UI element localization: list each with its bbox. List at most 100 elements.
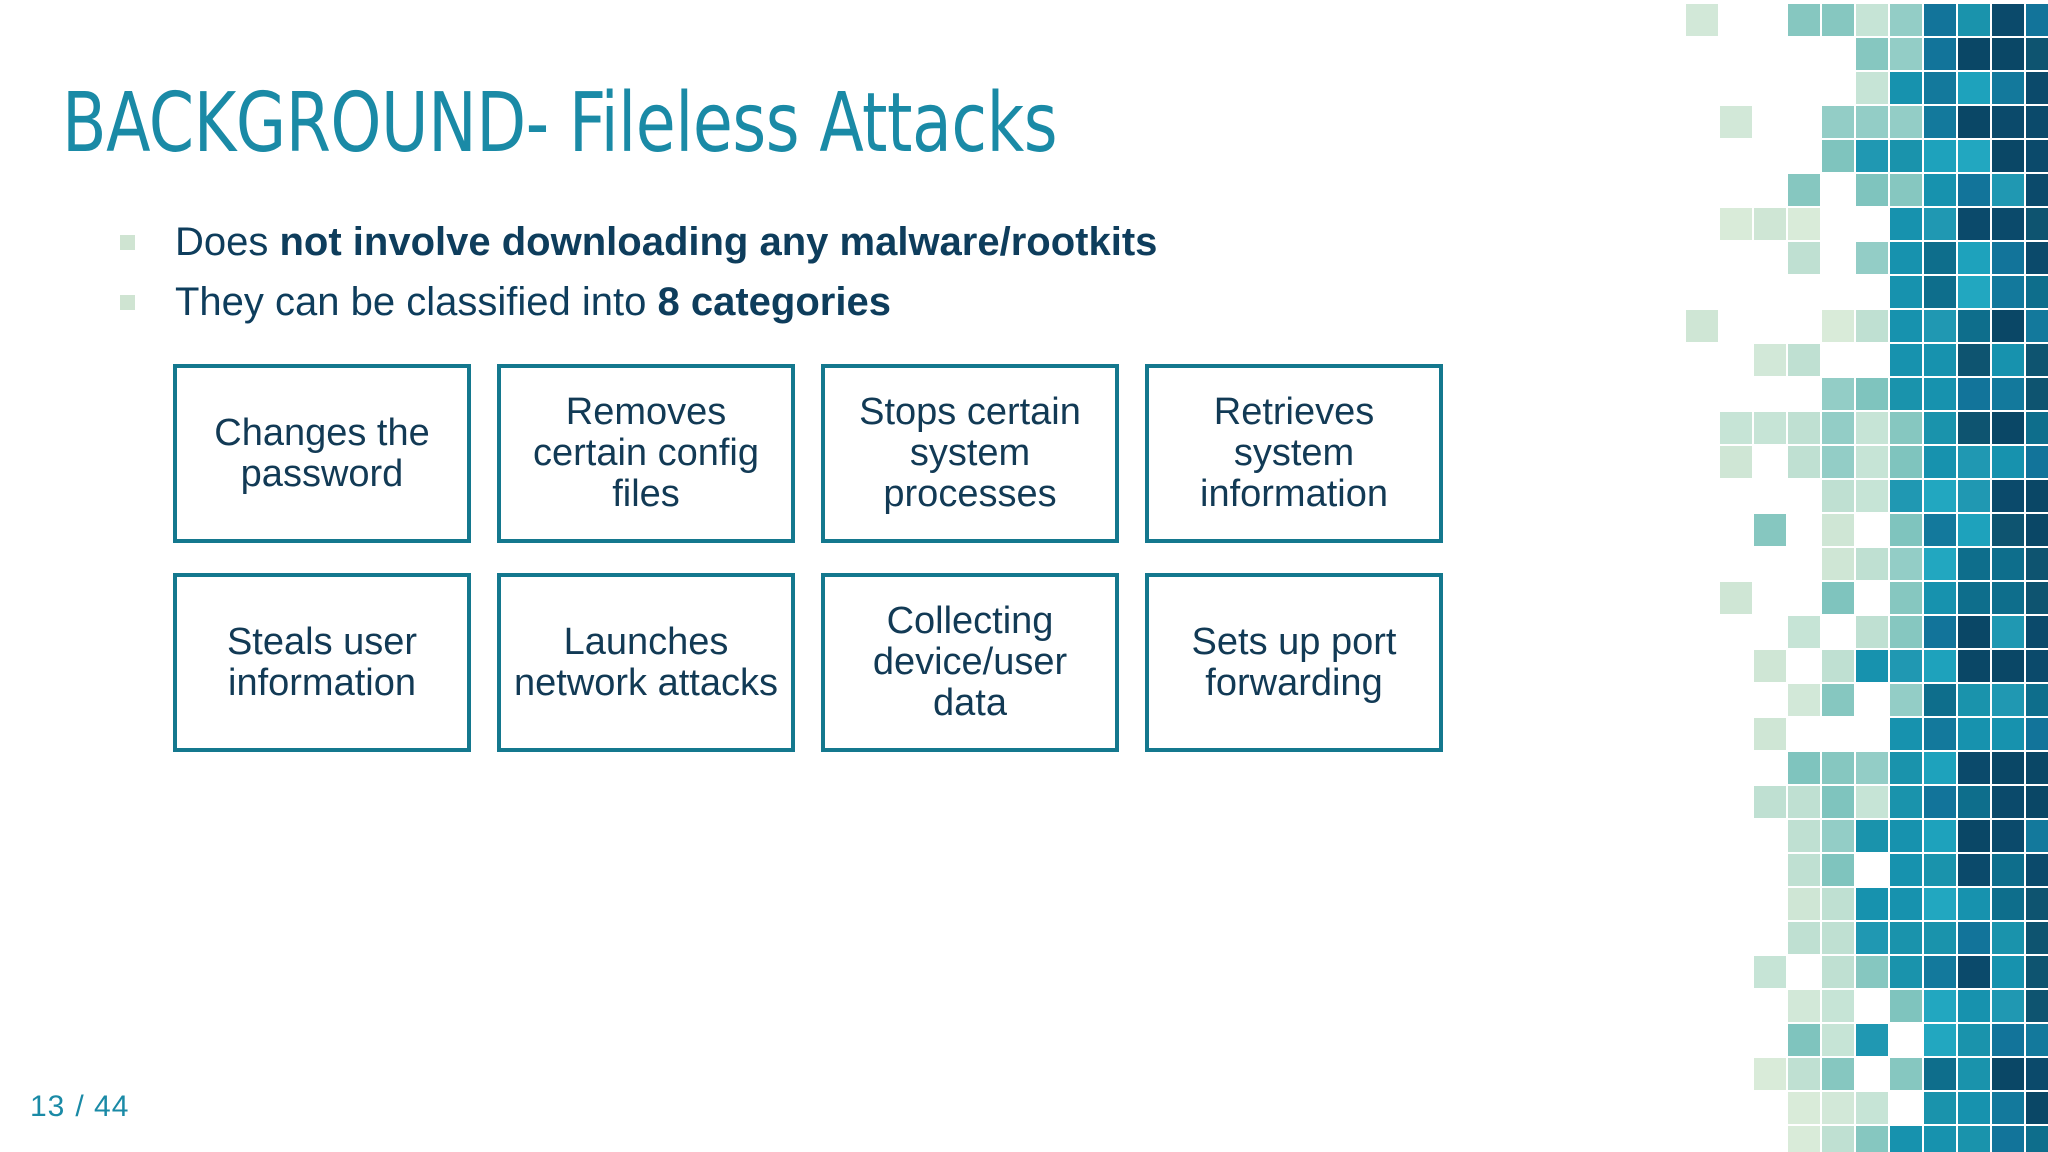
bullet-2-prefix: They can be classified into [175,280,658,324]
mosaic-cell [1992,344,2024,376]
mosaic-cell [2026,548,2048,580]
mosaic-cell [1822,786,1854,818]
mosaic-cell [1788,684,1820,716]
category-label: Removes certain config files [532,391,759,515]
mosaic-cell [1924,684,1956,716]
mosaic-cell [1822,140,1854,172]
category-box-collecting-device-data: Collecting device/user data [821,573,1119,752]
mosaic-cell [1856,72,1888,104]
mosaic-cell [1958,684,1990,716]
mosaic-cell [1890,106,1922,138]
mosaic-cell [1754,208,1786,240]
mosaic-cell [1924,888,1956,920]
mosaic-cell [1788,1126,1820,1152]
mosaic-cell [1856,310,1888,342]
mosaic-cell [1890,412,1922,444]
mosaic-cell [1822,1092,1854,1124]
mosaic-cell [1856,38,1888,70]
mosaic-cell [1788,786,1820,818]
mosaic-cell [1856,242,1888,274]
bullet-2-bold: 8 categories [657,280,891,324]
mosaic-cell [1992,38,2024,70]
mosaic-cell [1992,820,2024,852]
mosaic-cell [1992,582,2024,614]
mosaic-cell [1924,480,1956,512]
mosaic-cell [1958,378,1990,410]
mosaic-cell [1890,956,1922,988]
mosaic-cell [1822,990,1854,1022]
mosaic-cell [1924,276,1956,308]
mosaic-cell [1958,514,1990,546]
mosaic-cell [1788,1024,1820,1056]
mosaic-cell [1822,1024,1854,1056]
square-bullet-icon [120,294,135,310]
mosaic-cell [1890,684,1922,716]
mosaic-cell [1788,412,1820,444]
mosaic-cell [1754,786,1786,818]
mosaic-cell [1822,684,1854,716]
category-label: Collecting device/user data [872,600,1068,724]
page-number-total: / 44 [75,1090,130,1123]
mosaic-cell [1754,514,1786,546]
mosaic-cell [2026,854,2048,886]
mosaic-cell [1890,140,1922,172]
mosaic-cell [2026,786,2048,818]
mosaic-cell [2026,1092,2048,1124]
mosaic-cell [1958,480,1990,512]
mosaic-cell [1788,616,1820,648]
mosaic-cell [1890,752,1922,784]
mosaic-cell [1890,786,1922,818]
category-label: Changes the password [214,411,430,495]
category-box-launches-network-attacks: Launches network attacks [497,573,795,752]
mosaic-cell [1958,786,1990,818]
mosaic-cell [1890,446,1922,478]
mosaic-cell [1890,480,1922,512]
mosaic-cell [1822,4,1854,36]
mosaic-cell [1924,344,1956,376]
mosaic-cell [2026,1058,2048,1090]
mosaic-cell [2026,106,2048,138]
mosaic-cell [1720,208,1752,240]
mosaic-cell [1958,582,1990,614]
mosaic-cell [1890,990,1922,1022]
bullet-text-1: Does not involve downloading any malware… [175,219,1157,265]
mosaic-cell [1924,140,1956,172]
category-grid: Changes the password Removes certain con… [173,364,1743,752]
mosaic-cell [1720,106,1752,138]
mosaic-cell [1754,650,1786,682]
mosaic-cell [1788,446,1820,478]
mosaic-cell [2026,242,2048,274]
mosaic-cell [1924,582,1956,614]
mosaic-cell [2026,956,2048,988]
mosaic-cell [1856,446,1888,478]
mosaic-cell [1788,4,1820,36]
mosaic-cell [1992,174,2024,206]
mosaic-cell [1958,1092,1990,1124]
mosaic-cell [2026,310,2048,342]
mosaic-cell [1890,242,1922,274]
bullet-list: Does not involve downloading any malware… [120,212,1157,332]
list-item: They can be classified into 8 categories [120,272,1157,332]
mosaic-cell [1890,276,1922,308]
mosaic-cell [1958,72,1990,104]
mosaic-cell [1958,888,1990,920]
mosaic-cell [1992,446,2024,478]
mosaic-cell [1890,650,1922,682]
mosaic-cell [1992,378,2024,410]
mosaic-cell [1856,1092,1888,1124]
mosaic-cell [1958,38,1990,70]
mosaic-cell [1958,616,1990,648]
mosaic-cell [1992,208,2024,240]
mosaic-cell [1992,1092,2024,1124]
mosaic-squares-pattern [1686,0,2048,1152]
page-number: 13/ 44 [30,1090,129,1124]
mosaic-cell [2026,446,2048,478]
mosaic-cell [2026,4,2048,36]
mosaic-cell [2026,582,2048,614]
mosaic-cell [1958,344,1990,376]
mosaic-cell [1924,990,1956,1022]
mosaic-cell [1992,990,2024,1022]
mosaic-cell [1992,956,2024,988]
mosaic-cell [2026,990,2048,1022]
mosaic-cell [1856,650,1888,682]
